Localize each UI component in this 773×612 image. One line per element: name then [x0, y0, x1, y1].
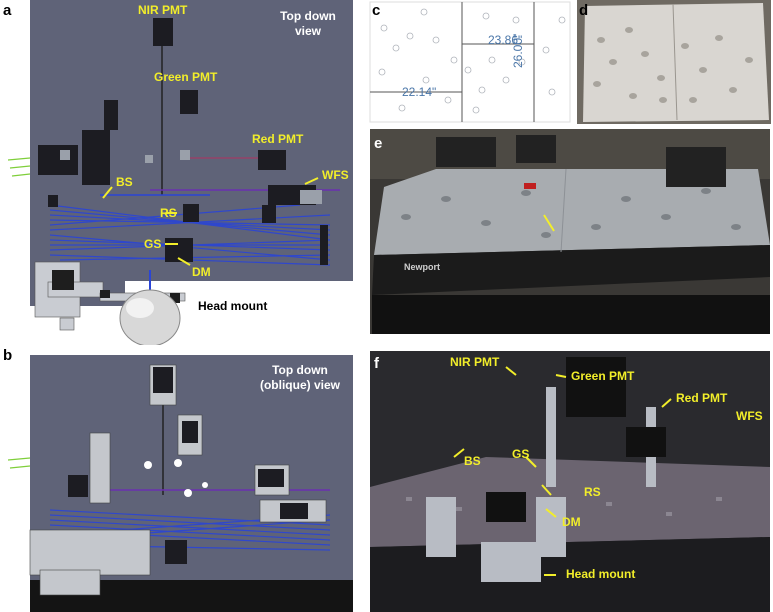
panel-e: e Newport: [366, 127, 773, 347]
label-head-mount: Head mount: [198, 299, 268, 313]
panel-b-letter: b: [3, 347, 13, 364]
panel-c: c 23.86" 26.00" 22.14": [366, 0, 573, 127]
panel-a-letter: a: [3, 2, 12, 19]
label-rs: RS: [160, 206, 177, 220]
panel-b-view-label-line2: (oblique) view: [259, 378, 340, 392]
label-red-pmt: Red PMT: [252, 132, 304, 146]
panel-c-letter: c: [372, 2, 381, 19]
label-green-pmt: Green PMT: [154, 70, 218, 84]
panel-b-render: [7, 355, 353, 612]
dimension-23-86: 23.86": [488, 33, 523, 47]
dimension-22-14: 22.14": [402, 85, 437, 99]
dimension-26-00: 26.00": [511, 33, 525, 68]
panel-a: a Top down view NIR PMT Green PMT Red PM…: [0, 0, 366, 345]
panel-a-view-label-line2: view: [294, 24, 321, 38]
panel-b: b Top down (oblique) view: [0, 345, 366, 612]
panel-e-photo: [370, 129, 770, 334]
label-gs: GS: [144, 237, 162, 251]
panel-c-drawing: [369, 1, 571, 123]
panel-d-photo: [577, 0, 771, 124]
newport-brand-label: Newport: [404, 262, 440, 272]
panel-f-letter: f: [374, 355, 379, 372]
photo-label-wfs: WFS: [736, 409, 763, 423]
photo-label-red-pmt: Red PMT: [676, 391, 728, 405]
photo-label-rs: RS: [584, 485, 601, 499]
panel-d: d: [573, 0, 773, 127]
label-wfs: WFS: [322, 168, 349, 182]
photo-label-bs: BS: [464, 454, 481, 468]
photo-label-green-pmt: Green PMT: [571, 369, 635, 383]
panel-d-letter: d: [579, 2, 589, 19]
label-dm: DM: [192, 265, 211, 279]
label-nir-pmt: NIR PMT: [138, 3, 188, 17]
photo-label-nir-pmt: NIR PMT: [450, 355, 500, 369]
panel-a-render: [7, 0, 353, 345]
panel-f: f NIR PMT Green PMT Red PMT WFS BS GS RS…: [366, 347, 773, 612]
panel-b-view-label-line1: Top down: [272, 363, 328, 377]
panel-a-view-label-line1: Top down: [280, 9, 336, 23]
photo-label-gs: GS: [512, 447, 530, 461]
photo-label-dm: DM: [562, 515, 581, 529]
photo-label-head-mount: Head mount: [566, 567, 636, 581]
label-bs: BS: [116, 175, 133, 189]
panel-f-photo: [370, 351, 770, 612]
panel-e-letter: e: [374, 135, 383, 152]
